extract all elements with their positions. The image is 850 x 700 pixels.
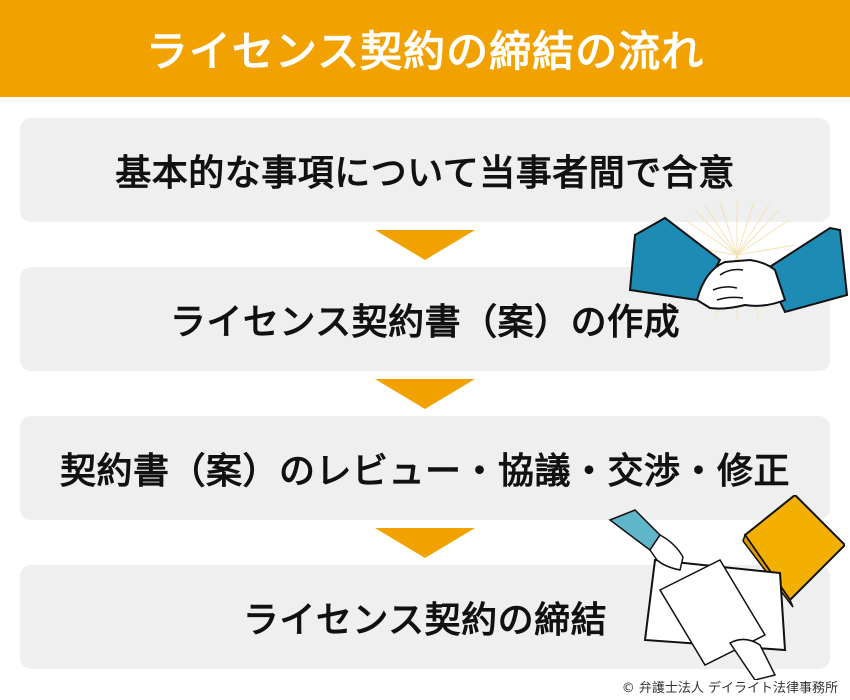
copyright-text: © 弁護士法人 デイライト法律事務所 [621, 681, 838, 696]
down-arrow-icon [375, 379, 475, 409]
flow-step-3: 契約書（案）のレビュー・協議・交渉・修正 [20, 416, 830, 520]
flow-step-1: 基本的な事項について当事者間で合意 [20, 118, 830, 222]
step-label: 基本的な事項について当事者間で合意 [115, 153, 735, 194]
handshake-icon [628, 200, 849, 320]
header-banner: ライセンス契約の締結の流れ [0, 0, 850, 97]
flow-step-2: ライセンス契約書（案）の作成 [20, 267, 830, 371]
step-label: ライセンス契約書（案）の作成 [169, 302, 681, 343]
step-label: ライセンス契約の締結 [242, 600, 608, 641]
down-arrow-icon [375, 230, 475, 260]
page-title: ライセンス契約の締結の流れ [145, 27, 705, 76]
step-label: 契約書（案）のレビュー・協議・交渉・修正 [59, 451, 790, 492]
document-exchange-icon [608, 495, 845, 680]
down-arrow-icon [375, 528, 475, 558]
